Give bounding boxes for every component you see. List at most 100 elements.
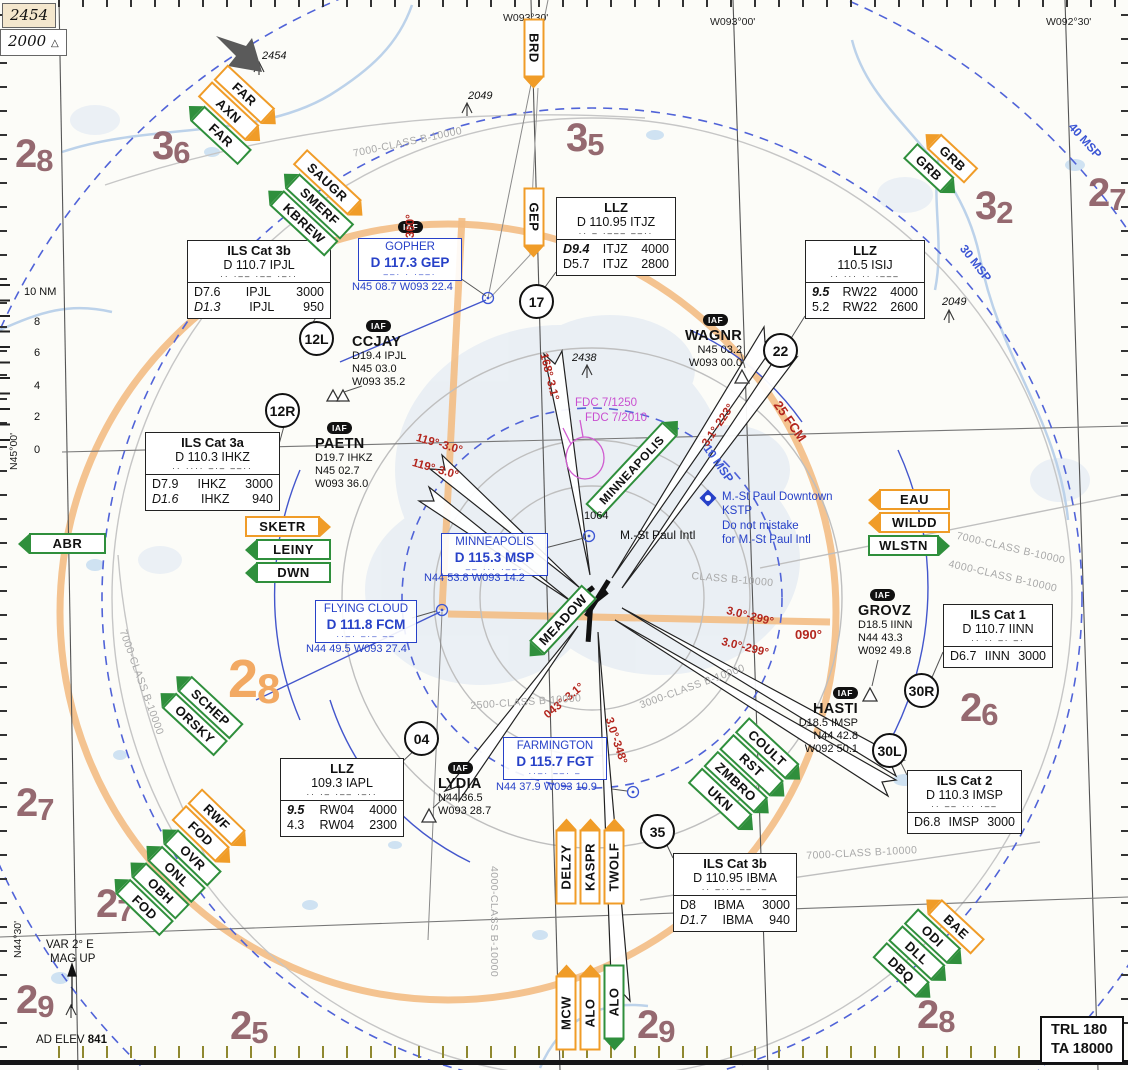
vor-box-gopher: GOPHER D 117.3 GEP ––· · ·––·	[358, 238, 462, 282]
fdc-note-2: FDC 7/2010	[585, 412, 648, 424]
kstp-warning-note: M.-St Paul Downtown KSTP Do not mistake …	[722, 491, 833, 547]
flag-arrow-icon	[580, 964, 600, 976]
frame-ticks-bottom	[58, 1046, 1128, 1058]
elevation-2049-top: 2049	[468, 90, 493, 102]
scale-label-6: 6	[34, 347, 41, 359]
waypoint-flag-alo-b: ALO	[603, 964, 627, 1051]
elevation-2454: 2454	[262, 50, 287, 62]
iaf-badge-gopher: IAF	[398, 221, 424, 233]
iaf-badge-grovz: IAF	[870, 589, 896, 601]
vor-box-flying-cloud: FLYING CLOUD D 111.8 FCM ··–· –·– ––	[315, 600, 417, 644]
flag-dwn: DWN	[245, 562, 331, 583]
kstp-airport-icon	[699, 489, 717, 507]
msp-intl-label: M.-St Paul Intl	[620, 528, 696, 542]
flag-arrow-icon	[580, 818, 600, 830]
vor-coords-farmington: N44 37.9 W093 10.9	[496, 781, 597, 793]
scale-label-4: 4	[34, 380, 41, 392]
vor-coords-minneapolis: N44 53.8 W093 14.2	[424, 572, 525, 584]
mef-legend-high: 2454	[2, 3, 57, 28]
runway-circle-04: 04	[404, 721, 439, 756]
vor-symbols	[435, 291, 640, 799]
mora-27-left-lower: 27	[96, 882, 135, 928]
runway-circle-22: 22	[763, 333, 798, 368]
flag-arrow-icon	[524, 77, 544, 89]
flag-arrow-icon	[939, 535, 950, 556]
scale-label-8: 8	[34, 316, 41, 328]
waypoint-flag-mcw: MCW	[555, 964, 579, 1051]
classb-label-vertical: 4000-CLASS B-10000	[488, 866, 500, 978]
flag-delzy: DELZY	[555, 818, 577, 905]
mora-28-orange: 28	[228, 649, 280, 712]
parallel-label-n45: N45°00'	[8, 432, 20, 470]
var-note-line1: VAR 2° E	[46, 939, 94, 951]
mef-legend-low: 2000 △	[0, 29, 67, 56]
iaf-badge-wagnr: IAF	[703, 314, 729, 326]
meridian-label-w92-30: W092°30'	[1046, 16, 1092, 28]
flag-arrow-icon	[320, 516, 331, 537]
meridian-label-w93-00: W093°00'	[710, 16, 756, 28]
flag-gep: GEP	[523, 187, 545, 258]
flag-arrow-icon	[868, 512, 879, 533]
mora-32: 32	[975, 184, 1014, 230]
flag-mcw: MCW	[555, 964, 577, 1051]
flag-arrow-icon	[18, 533, 29, 554]
mora-36: 36	[152, 124, 191, 170]
iaf-badge-lydia: IAF	[448, 762, 474, 774]
frame-bottom-border	[0, 1060, 1128, 1065]
course-label-360: 360°	[405, 214, 417, 238]
mora-35: 35	[566, 116, 605, 162]
transition-level-box: TRL 180 TA 18000	[1040, 1016, 1125, 1064]
flag-arrow-icon	[556, 964, 576, 976]
mag-var-arrow	[67, 962, 77, 1008]
vor-coords-flying-cloud: N44 49.5 W093 27.4	[306, 643, 407, 655]
vor-coords-gopher: N45 08.7 W093 22.4	[352, 281, 453, 293]
waypoint-flags-eau-wildd-wlstn: EAU WILDD WLSTN	[868, 489, 950, 558]
flag-brd: BRD	[523, 18, 545, 89]
waypoint-flag-gep: GEP	[522, 187, 545, 258]
mora-25: 25	[230, 1004, 269, 1050]
course-label-090: 090°	[795, 627, 822, 642]
parallel-label-n44-30: N44°30'	[12, 920, 24, 958]
elevation-2049-right: 2049	[942, 296, 967, 308]
flag-arrow-icon	[245, 539, 256, 560]
approach-box-ihkz: ILS Cat 3a D 110.3 IHKZ ·· ···· –·– ––··…	[145, 432, 280, 511]
iaf-badge-hasti: IAF	[832, 687, 858, 699]
flag-arrow-icon	[868, 489, 879, 510]
fdc-area-marker	[562, 419, 605, 480]
flag-arrow-icon	[604, 818, 624, 830]
obstacle-legend-icon: △	[50, 38, 59, 49]
waypoint-flag-brd: BRD	[522, 18, 545, 89]
lakes	[51, 130, 1085, 984]
flag-alo-a: ALO	[579, 964, 601, 1051]
runway-circle-12l: 12L	[299, 321, 334, 356]
vor-box-farmington: FARMINGTON D 115.7 FGT ··–· ––· –	[503, 737, 607, 781]
waypoint-triangles	[325, 368, 879, 823]
flag-arrow-icon	[245, 562, 256, 583]
flag-wlstn: WLSTN	[868, 535, 950, 556]
flag-abr: ABR	[18, 533, 106, 554]
mora-29-bottomleft: 29	[16, 978, 55, 1024]
iaf-badge-ccjay: IAF	[366, 320, 392, 332]
flag-alo-b: ALO	[603, 964, 625, 1051]
elevation-1064: 1064	[584, 510, 609, 522]
iaf-badge-paetn: IAF	[327, 422, 353, 434]
mora-29-bottomcenter: 29	[637, 1003, 676, 1049]
approach-box-ibma: ILS Cat 3b D 110.95 IBMA ·· –··· –– ·– D…	[673, 853, 797, 932]
scale-bar-ticks	[0, 284, 10, 454]
runway-circle-30l: 30L	[872, 733, 907, 768]
ils-feathers	[417, 325, 906, 1005]
runway-circle-17: 17	[519, 284, 554, 319]
flag-wildd: WILDD	[868, 512, 950, 533]
var-note-line2: MAG UP	[50, 953, 96, 965]
scale-label-2: 2	[34, 411, 41, 423]
scale-label-10nm: 10 NM	[24, 286, 57, 298]
